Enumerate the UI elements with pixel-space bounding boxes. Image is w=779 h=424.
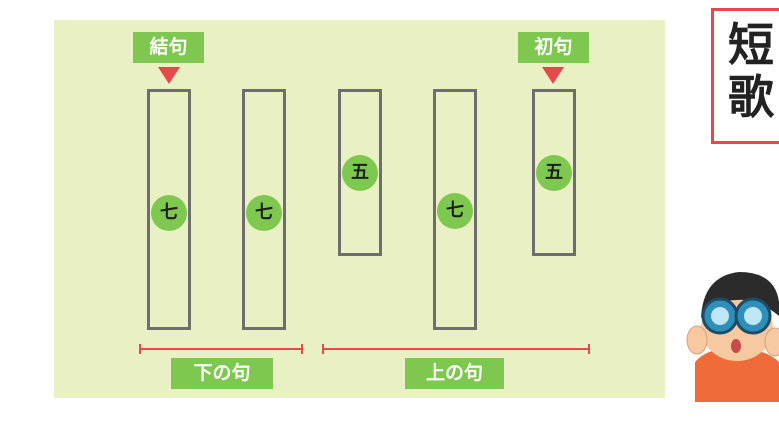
- syllable-count-badge: 七: [246, 195, 282, 231]
- verse-line-5: [147, 89, 191, 330]
- child-with-binoculars-illustration: [686, 272, 779, 402]
- syllable-count-badge: 七: [437, 193, 473, 229]
- title-box: 短歌: [711, 8, 779, 144]
- verse-line-4: [242, 89, 286, 330]
- syllable-count-badge: 五: [536, 155, 572, 191]
- verse-line-3: [338, 89, 382, 256]
- lower-phrase-bracket: [139, 344, 303, 354]
- lower-phrase-label: 下の句: [171, 358, 273, 389]
- first-verse-label: 初句: [518, 32, 589, 63]
- upper-phrase-bracket: [322, 344, 590, 354]
- syllable-count-badge: 五: [342, 155, 378, 191]
- title-text: 短歌: [728, 18, 774, 124]
- verse-line-2: [433, 89, 477, 330]
- down-arrow-icon: [158, 67, 180, 84]
- syllable-count-badge: 七: [151, 195, 187, 231]
- down-arrow-icon: [542, 67, 564, 84]
- verse-line-1: [532, 89, 576, 256]
- upper-phrase-label: 上の句: [405, 358, 504, 389]
- end-verse-label: 結句: [133, 32, 204, 63]
